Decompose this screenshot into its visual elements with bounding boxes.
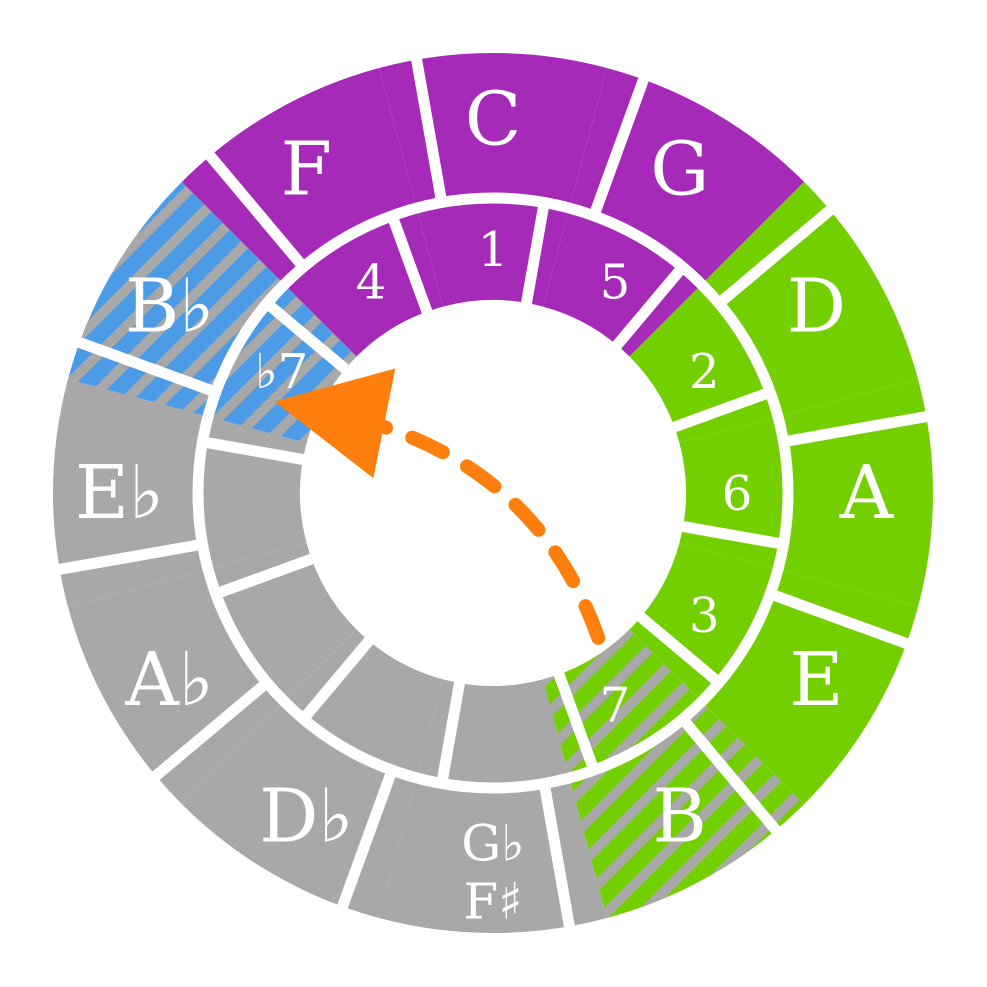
inner-label--flat7: ♭7	[255, 344, 308, 400]
outer-separator	[335, 766, 398, 913]
outer-label-b-flat: B♭	[125, 263, 214, 349]
outer-label-line: G	[650, 127, 709, 213]
wedge-inner-g	[542, 208, 702, 357]
outer-separator	[677, 713, 783, 837]
inner-label-7: 7	[600, 677, 631, 733]
inner-label-2: 2	[689, 344, 720, 400]
outer-separator	[713, 203, 837, 309]
outer-label-line: E♭	[75, 450, 164, 536]
outer-label-line: B♭	[125, 263, 214, 349]
outer-separator	[538, 780, 576, 932]
inner-label-3: 3	[689, 588, 720, 644]
outer-separator	[203, 149, 309, 273]
inner-separator	[212, 552, 318, 600]
outer-separator	[73, 335, 220, 398]
inner-separator	[386, 212, 434, 318]
inner-label-6: 6	[722, 466, 753, 522]
outer-label-g: G	[650, 127, 709, 213]
outer-label-line: E	[789, 637, 843, 723]
outer-label-e: E	[789, 637, 843, 723]
outer-separator	[780, 410, 932, 448]
outer-label-d-flat: D♭	[259, 773, 353, 859]
outer-separator	[54, 538, 206, 576]
inner-separator	[610, 261, 689, 352]
inner-separator	[297, 634, 376, 725]
inner-separator	[261, 297, 352, 376]
inner-separator	[520, 199, 550, 308]
wedge-inner-d-flat	[284, 629, 444, 778]
outer-label-g-flat: G♭F♯	[461, 815, 525, 931]
outer-label-line: A	[839, 450, 895, 536]
inner-separator	[668, 386, 774, 434]
outer-label-line: G♭	[461, 815, 525, 873]
outer-label-a-flat: A♭	[124, 637, 213, 723]
outer-separator	[588, 73, 651, 220]
inner-label-5: 5	[600, 255, 631, 311]
inner-label-1: 1	[478, 222, 509, 278]
outer-label-a: A	[839, 450, 895, 536]
ring-separator	[192, 192, 794, 794]
inner-separator	[634, 610, 725, 689]
outer-label-line: F♯	[464, 873, 523, 931]
inner-separator	[552, 668, 600, 774]
transition-arrow	[274, 368, 606, 645]
outer-separator	[149, 677, 273, 783]
outer-label-line: A♭	[124, 637, 213, 723]
outer-label-line: D	[787, 263, 846, 349]
outer-label-line: D♭	[259, 773, 353, 859]
outer-separator	[410, 54, 448, 206]
outer-label-c: C	[465, 77, 522, 163]
outer-label-line: F	[281, 127, 332, 213]
outer-separator	[766, 588, 913, 651]
inner-separator	[436, 678, 466, 787]
inner-separator	[678, 520, 787, 550]
outer-label-b: B	[653, 773, 707, 859]
inner-label-4: 4	[356, 255, 387, 311]
outer-label-f: F	[281, 127, 332, 213]
outer-label-line: C	[465, 77, 522, 163]
wedge-inner-e	[629, 542, 778, 702]
outer-label-d: D	[787, 263, 846, 349]
wedge-layer	[52, 52, 933, 933]
outer-label-line: B	[653, 773, 707, 859]
outer-label-e-flat: E♭	[75, 450, 164, 536]
